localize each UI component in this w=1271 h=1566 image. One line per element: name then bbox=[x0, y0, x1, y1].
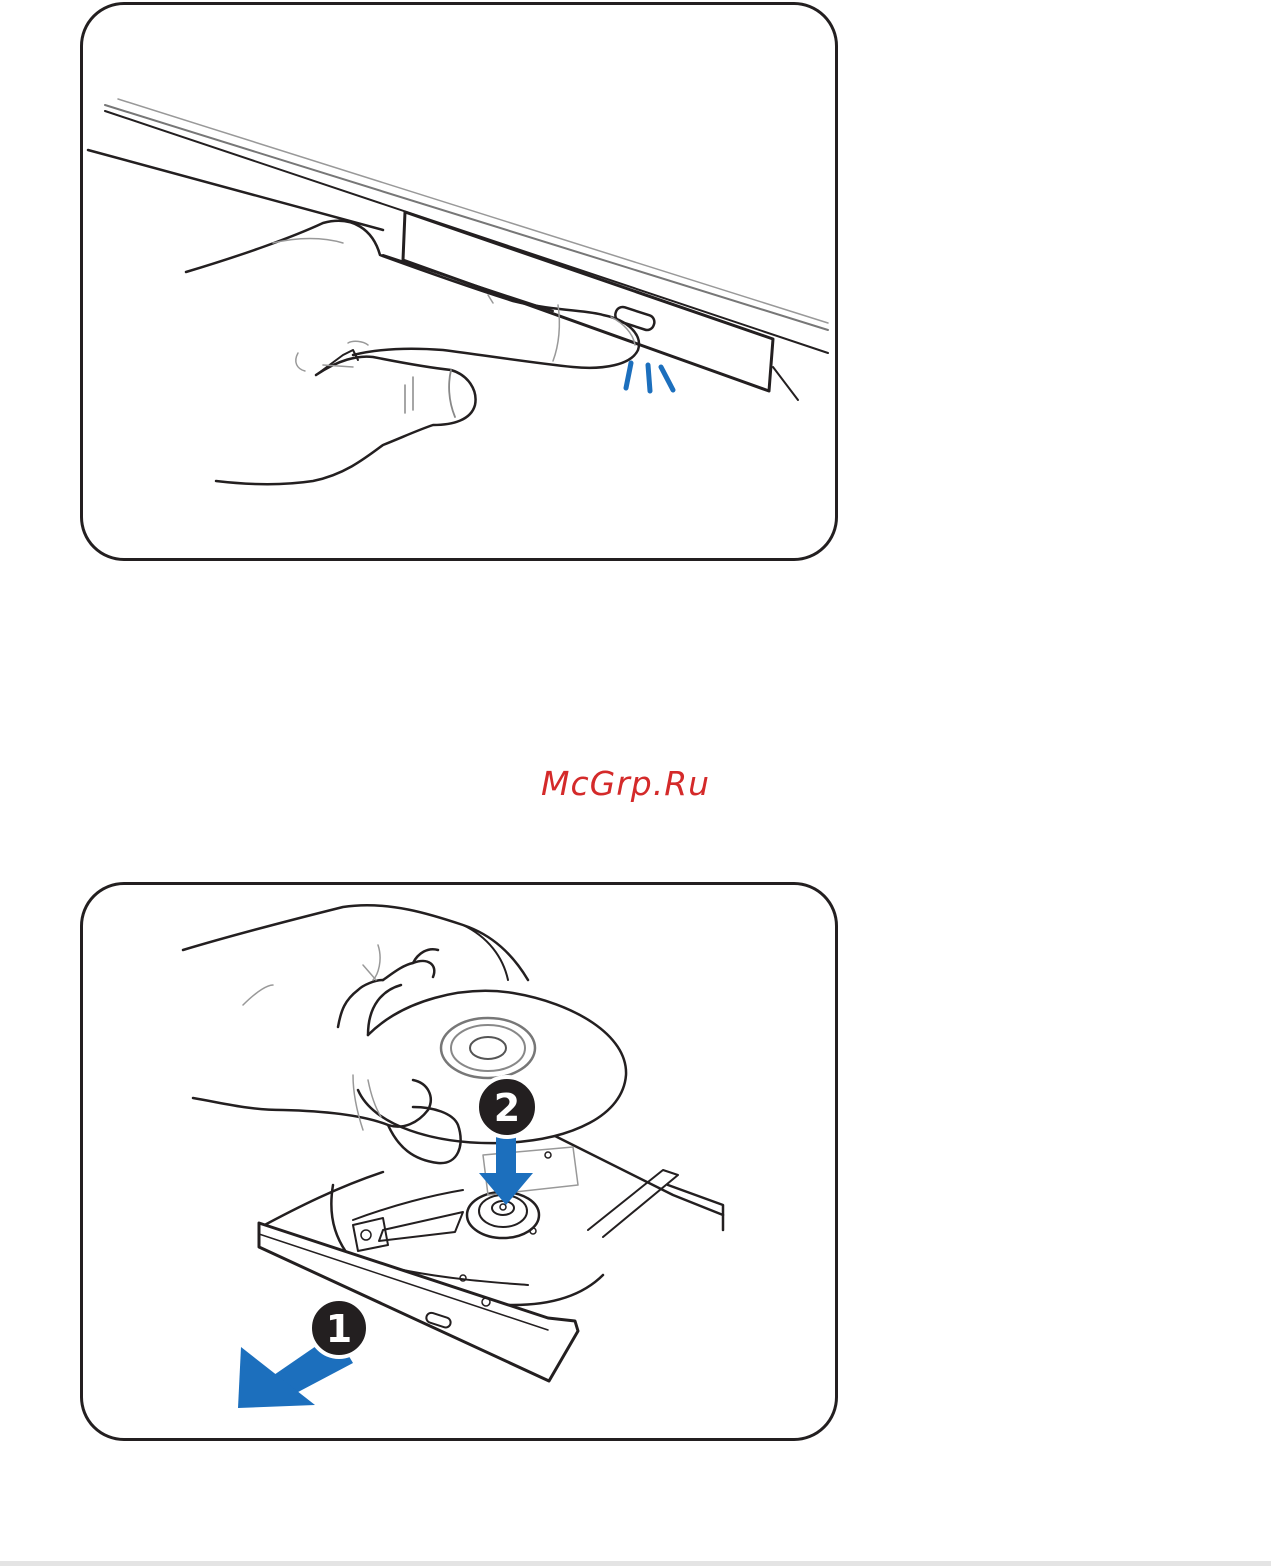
page-bottom-rule bbox=[0, 1561, 1271, 1566]
hand-icon bbox=[186, 221, 639, 484]
step-2-number: 2 bbox=[494, 1086, 520, 1130]
step-1-badge: 1 bbox=[310, 1299, 368, 1357]
step-1-number: 1 bbox=[326, 1307, 352, 1351]
figure-eject-button bbox=[80, 2, 838, 561]
tray-icon bbox=[259, 1147, 603, 1381]
hand-pressing-eject-icon bbox=[83, 5, 838, 561]
watermark-text: McGrp.Ru bbox=[541, 764, 710, 803]
figure-insert-disc: 2 1 bbox=[80, 882, 838, 1441]
disc-tray-icon: 2 1 bbox=[83, 885, 838, 1441]
step-2-badge: 2 bbox=[477, 1077, 537, 1137]
press-indicator-icon bbox=[626, 363, 673, 391]
